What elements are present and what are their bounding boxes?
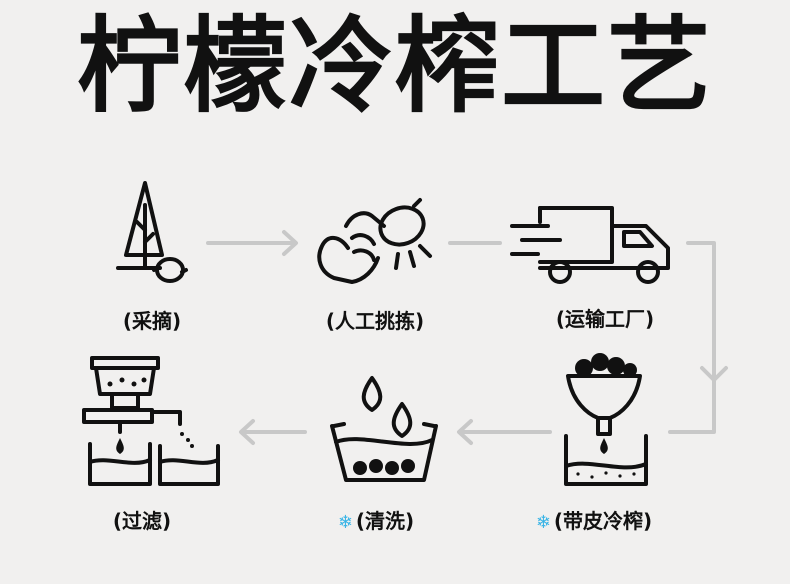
funnel-press-icon [564,353,648,486]
step-label-filter: (过滤) [52,505,232,534]
snowflake-icon: ❄ [337,512,353,533]
arrow-transport-to-press [668,241,728,434]
page-title: 柠檬冷榨工艺 [76,5,713,127]
snowflake-icon: ❄ [535,512,551,533]
filter-tanks-icon [82,356,220,486]
tree-lemon-icon [116,181,188,283]
truck-icon [510,206,670,284]
step-label-filter-text: (过滤) [112,509,172,533]
step-label-transport: (运输工厂) [555,307,655,331]
arrow-press-to-wash [457,419,552,445]
wash-bowl-icon [330,376,438,482]
step-label-press-text: (带皮冷榨) [553,509,653,533]
step-label-pick: (采摘) [122,309,182,333]
step-label-sort: (人工挑拣) [325,309,425,333]
step-label-wash-text: (清洗) [355,509,415,533]
arrow-wash-to-filter [239,419,307,445]
hand-pick-lemon-icon [317,198,432,284]
step-label-press: ❄(带皮冷榨) [504,505,684,534]
step-label-wash: ❄(清洗) [286,505,466,534]
arrow-pick-to-sort [206,230,298,256]
